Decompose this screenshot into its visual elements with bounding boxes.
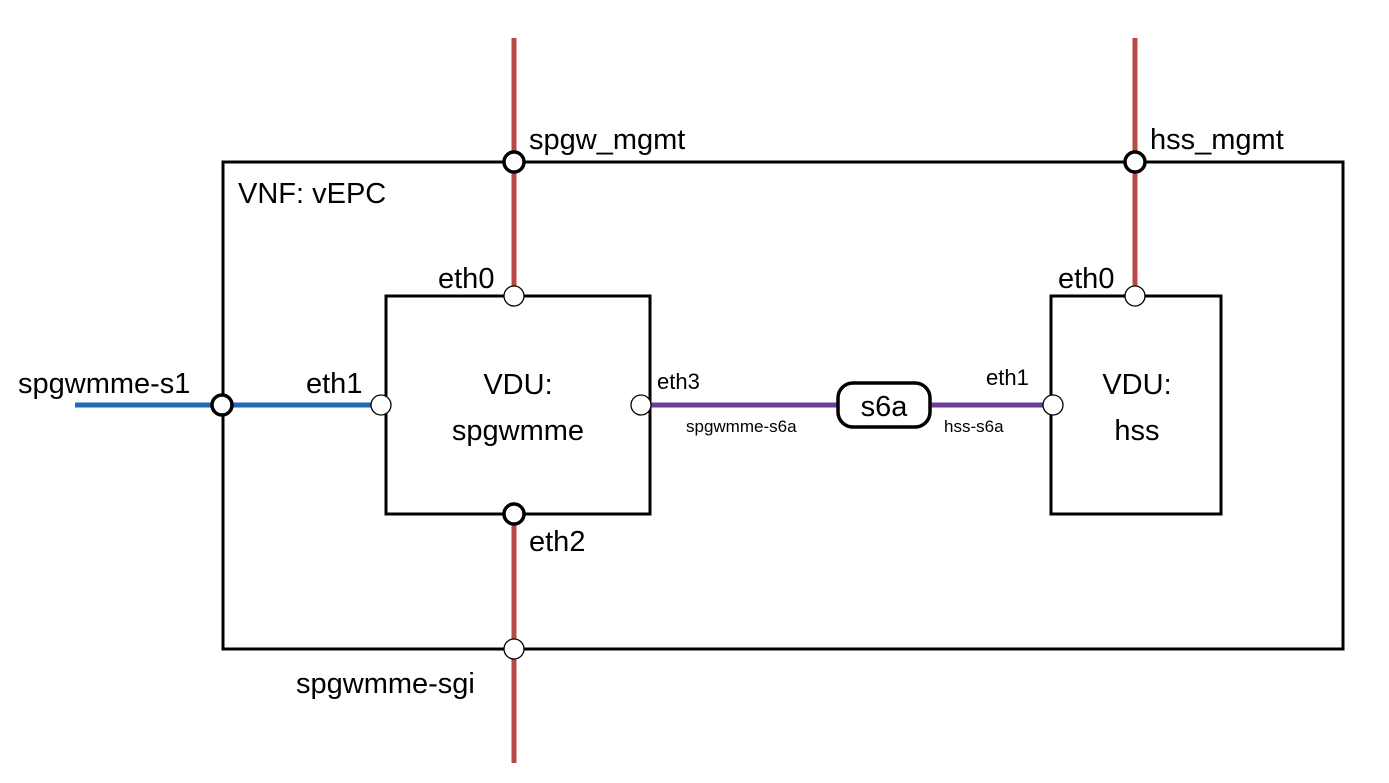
spgw-mgmt-label: spgw_mgmt [529, 124, 685, 156]
hss-mgmt-label: hss_mgmt [1150, 124, 1284, 156]
hss-eth1-port [1042, 394, 1064, 416]
spgw-mgmt-port [502, 150, 526, 174]
vdu-hss-title: VDU: [1102, 369, 1171, 401]
hss-eth0-label: eth0 [1058, 263, 1114, 295]
vdu-spgwmme-name: spgwmme [452, 415, 584, 447]
hss-mgmt-port [1123, 150, 1147, 174]
spgwmme-eth1-label: eth1 [306, 368, 362, 400]
spgwmme-s6a-label: spgwmme-s6a [686, 417, 797, 436]
hss-eth0-port [1124, 285, 1146, 307]
hss-eth1-label: eth1 [986, 365, 1029, 390]
spgwmme-eth3-label: eth3 [657, 369, 700, 394]
vdu-hss-box [1049, 294, 1223, 516]
spgwmme-s1-port [210, 393, 234, 417]
s6a-label: s6a [861, 391, 909, 423]
vdu-spgwmme-title: VDU: [483, 369, 552, 401]
spgwmme-sgi-label: spgwmme-sgi [296, 668, 475, 700]
vdu-hss-name: hss [1114, 415, 1159, 447]
spgwmme-eth0-port [503, 285, 525, 307]
spgwmme-eth2-port [502, 502, 526, 526]
spgwmme-sgi-port [503, 638, 525, 660]
spgwmme-eth1-port [370, 394, 392, 416]
spgwmme-eth3-port [630, 394, 652, 416]
vnf-label: VNF: vEPC [238, 178, 386, 210]
spgwmme-eth2-label: eth2 [529, 526, 585, 558]
s6a-virtual-link-box [836, 381, 932, 429]
spgwmme-eth0-label: eth0 [438, 263, 494, 295]
hss-s6a-label: hss-s6a [944, 417, 1004, 436]
spgwmme-s1-label: spgwmme-s1 [18, 368, 190, 400]
vdu-spgwmme-box [384, 294, 652, 516]
